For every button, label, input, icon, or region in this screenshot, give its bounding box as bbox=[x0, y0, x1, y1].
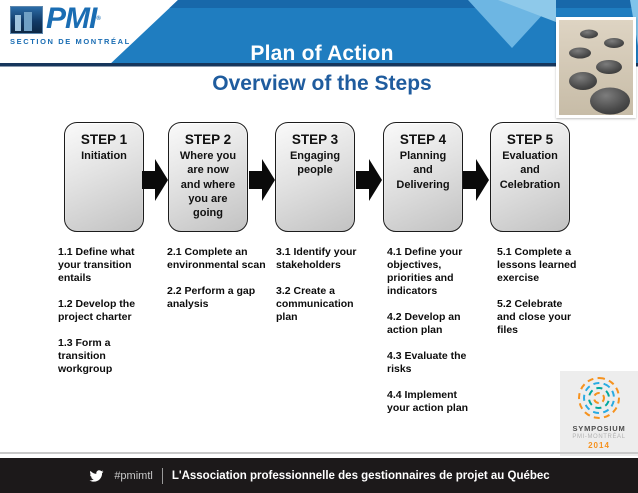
task-item: 3.1 Identify your stakeholders bbox=[276, 246, 357, 272]
task-item: 4.3 Evaluate the risks bbox=[387, 350, 467, 376]
symposium-logo: SYMPOSIUM PMI-MONTRÉAL 2014 bbox=[560, 371, 638, 456]
pmi-logo: PMI® SECTION DE MONTRÉAL bbox=[10, 2, 131, 46]
task-item: 1.1 Define what your transition entails bbox=[58, 246, 135, 285]
task-item: 4.2 Develop an action plan bbox=[387, 311, 461, 337]
step-label: STEP 5 bbox=[506, 132, 554, 147]
symposium-subtitle: PMI-MONTRÉAL bbox=[572, 434, 626, 440]
registered-mark: ® bbox=[96, 16, 101, 22]
symposium-year: 2014 bbox=[588, 441, 610, 450]
step-box-2: STEP 2 Where you are now and where you a… bbox=[168, 122, 248, 232]
step-desc: Evaluation and Celebration bbox=[499, 150, 561, 191]
slide-title: Plan of Action bbox=[250, 42, 394, 65]
pmi-logo-text: PMI® bbox=[46, 2, 101, 35]
banner-navy-line bbox=[0, 63, 638, 67]
banner-top-stripe bbox=[169, 0, 638, 8]
footer-separator bbox=[0, 452, 638, 454]
task-item: 2.1 Complete an environmental scan bbox=[167, 246, 266, 272]
step-desc: Planning and Delivering bbox=[396, 150, 450, 191]
arrow-icon bbox=[142, 159, 168, 201]
step-desc: Where you are now and where you are goin… bbox=[179, 150, 237, 220]
step-label: STEP 1 bbox=[80, 132, 128, 147]
task-item: 3.2 Create a communication plan bbox=[276, 285, 354, 324]
arrow-icon bbox=[249, 159, 275, 201]
step-label: STEP 3 bbox=[291, 132, 339, 147]
task-item: 1.2 Develop the project charter bbox=[58, 298, 136, 324]
step-label: STEP 4 bbox=[399, 132, 447, 147]
footer-bar: #pmimtl L'Association professionnelle de… bbox=[0, 458, 638, 493]
symposium-dots-icon bbox=[577, 376, 621, 420]
pmi-section-label: SECTION DE MONTRÉAL bbox=[10, 37, 131, 46]
footer-divider bbox=[161, 467, 163, 484]
arrow-icon bbox=[356, 159, 382, 201]
task-column-3: 3.1 Identify your stakeholders 3.2 Creat… bbox=[276, 246, 372, 337]
step-desc: Engaging people bbox=[289, 150, 341, 177]
slide-subtitle: Overview of the Steps bbox=[212, 72, 432, 95]
task-column-5: 5.1 Complete a lessons learned exercise … bbox=[497, 246, 585, 350]
step-box-3: STEP 3 Engaging people bbox=[275, 122, 355, 232]
step-desc: Initiation bbox=[81, 150, 127, 162]
footer-association-text: L'Association professionnelle des gestio… bbox=[171, 469, 550, 482]
task-item: 4.4 Implement your action plan bbox=[387, 389, 469, 415]
task-column-2: 2.1 Complete an environmental scan 2.2 P… bbox=[167, 246, 273, 324]
banner-facet-2 bbox=[498, 0, 556, 22]
step-label: STEP 2 bbox=[184, 132, 232, 147]
montreal-photo-icon bbox=[10, 6, 43, 34]
symposium-title: SYMPOSIUM bbox=[572, 424, 626, 433]
header-banner bbox=[0, 0, 638, 67]
task-item: 5.1 Complete a lessons learned exercise bbox=[497, 246, 577, 285]
arrow-icon bbox=[463, 159, 489, 201]
footer-hashtag: #pmimtl bbox=[114, 469, 153, 482]
task-item: 1.3 Form a transition workgroup bbox=[58, 337, 113, 376]
step-box-1: STEP 1 Initiation bbox=[64, 122, 144, 232]
task-column-4: 4.1 Define your objectives, priorities a… bbox=[387, 246, 483, 428]
stepping-stones-image bbox=[556, 17, 636, 118]
task-item: 2.2 Perform a gap analysis bbox=[167, 285, 256, 311]
task-item: 4.1 Define your objectives, priorities a… bbox=[387, 246, 463, 298]
step-box-4: STEP 4 Planning and Delivering bbox=[383, 122, 463, 232]
task-column-1: 1.1 Define what your transition entails … bbox=[58, 246, 150, 389]
step-box-5: STEP 5 Evaluation and Celebration bbox=[490, 122, 570, 232]
twitter-icon bbox=[89, 469, 104, 482]
task-item: 5.2 Celebrate and close your files bbox=[497, 298, 572, 337]
